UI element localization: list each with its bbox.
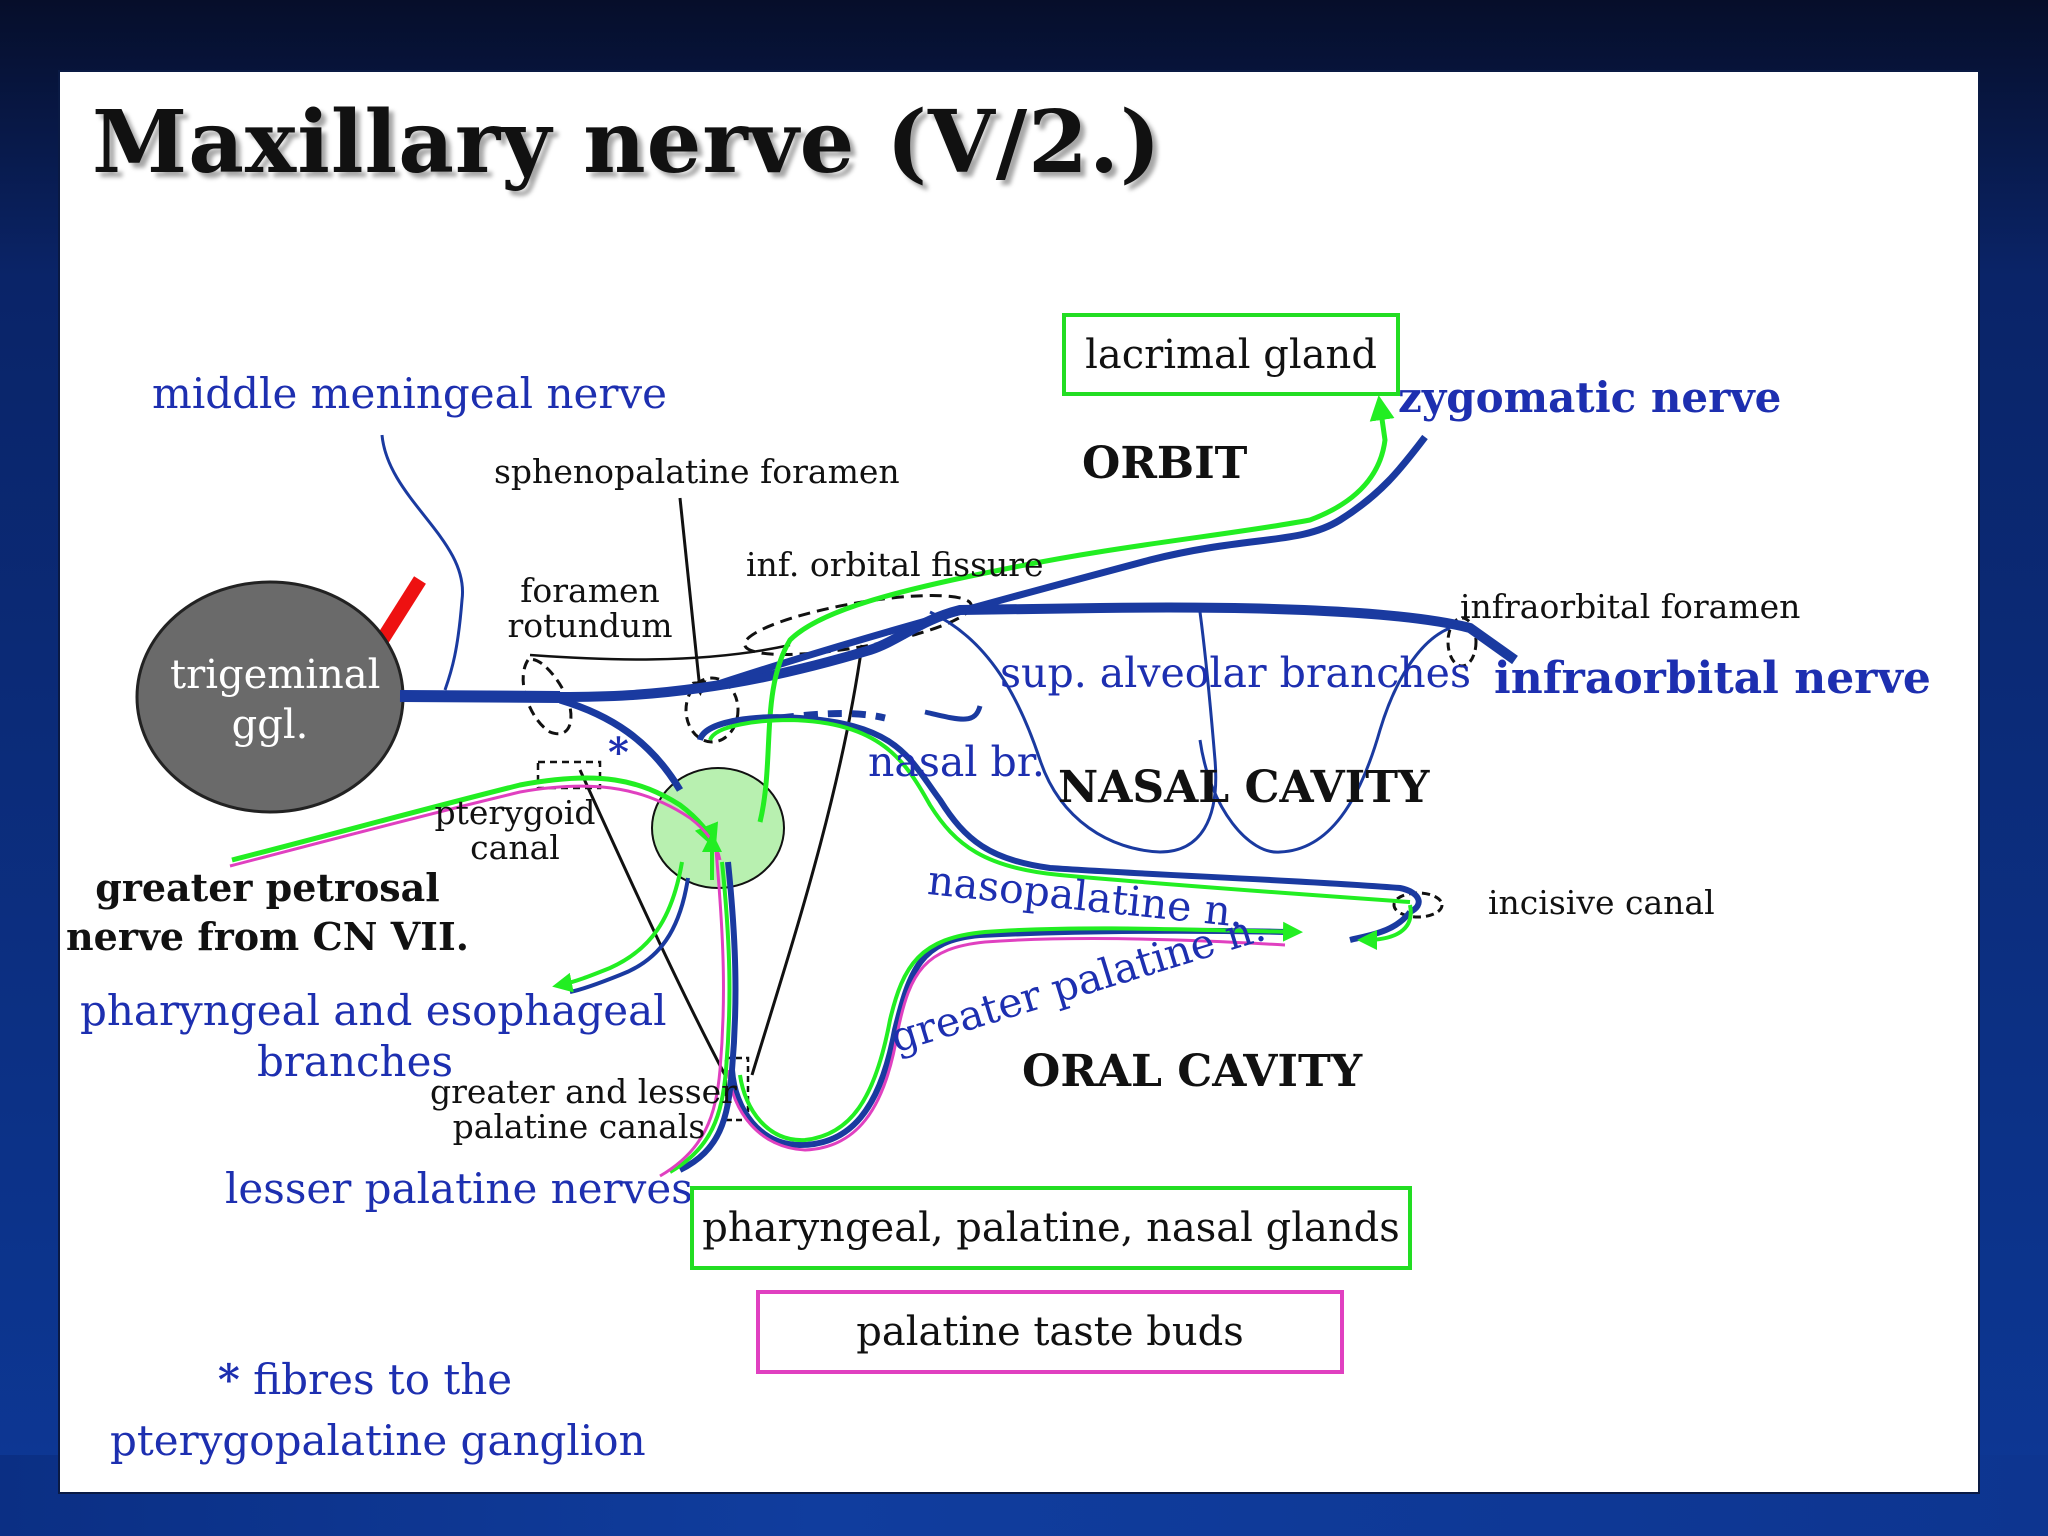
taste-buds-box: palatine taste buds bbox=[756, 1290, 1344, 1374]
slide-title: Maxillary nerve (V/2.) bbox=[92, 92, 1162, 193]
trigeminal-ganglion-label: trigeminal ggl. bbox=[170, 650, 381, 750]
trigeminal-label-line2: ggl. bbox=[231, 702, 309, 748]
footnote-line2: pterygopalatine ganglion bbox=[110, 1415, 646, 1465]
greater-petrosal-label: greater petrosal nerve from CN VII. bbox=[60, 863, 475, 962]
incisive-green-arrow bbox=[1357, 904, 1413, 950]
greater-petrosal-pink bbox=[229, 784, 722, 868]
pterygoid-canal-label: pterygoid canal bbox=[430, 793, 600, 867]
pterygoid-fibres-asterisk: * bbox=[608, 729, 629, 776]
nasopalatine-nerve-line bbox=[697, 714, 1422, 915]
foramen-rotundum-line2: rotundum bbox=[507, 605, 673, 645]
pterygoid-canal-line2: canal bbox=[470, 827, 560, 867]
canal-line-right bbox=[750, 644, 864, 1076]
palatine-canals-line1: greater and lesser bbox=[430, 1072, 737, 1111]
sphenopalatine-pointer-line bbox=[678, 497, 707, 696]
nasal-branch-dashed bbox=[779, 710, 886, 722]
incisive-canal-label: incisive canal bbox=[1488, 883, 1715, 922]
sup-alveolar-branches-line bbox=[929, 610, 1218, 854]
pharyngeal-esophageal-line1: pharyngeal and esophageal bbox=[80, 986, 667, 1035]
lacrimal-gland-box: lacrimal gland bbox=[1062, 313, 1400, 396]
trigeminal-label-line1: trigeminal bbox=[170, 652, 381, 698]
footnote-asterisk: * bbox=[217, 1355, 240, 1404]
infraorbital-foramen-outline bbox=[1446, 616, 1478, 668]
greater-petrosal-line1: greater petrosal bbox=[95, 865, 440, 910]
descending-palatine-blue bbox=[678, 861, 739, 1173]
incisive-blue-arrow bbox=[1349, 910, 1413, 943]
zygomatic-nerve-label: zygomatic nerve bbox=[1398, 373, 1782, 422]
greater-palatine-nerve-line bbox=[729, 927, 1291, 1149]
greater-palatine-green-line bbox=[738, 921, 1303, 1143]
orbit-label: ORBIT bbox=[1082, 438, 1248, 489]
pterygoid-canal-line1: pterygoid bbox=[434, 793, 596, 832]
zygomatic-nerve-line bbox=[698, 434, 1428, 694]
maxillary-trunk bbox=[399, 602, 1518, 703]
sphenopalatine-foramen-outline bbox=[684, 676, 740, 744]
footnote: * fibres to the pterygopalatine ganglion bbox=[110, 1350, 646, 1472]
sup-alveolar-branches-label: sup. alveolar branches bbox=[1000, 649, 1471, 697]
footnote-line1-text: fibres to the bbox=[239, 1355, 513, 1404]
glands-box: pharyngeal, palatine, nasal glands bbox=[690, 1186, 1412, 1270]
lesser-palatine-nerves-label: lesser palatine nerves bbox=[225, 1164, 693, 1213]
foramen-rotundum-pointer-line bbox=[529, 643, 791, 661]
pharyngeal-esophageal-line2: branches bbox=[256, 1037, 454, 1087]
nasopalatine-green-line bbox=[708, 717, 1411, 904]
descending-palatine-green bbox=[669, 861, 732, 1174]
greater-petrosal-line2: nerve from CN VII. bbox=[66, 914, 469, 960]
nasal-br-label: nasal br. bbox=[868, 738, 1045, 786]
sphenopalatine-foramen-label: sphenopalatine foramen bbox=[494, 452, 900, 491]
footnote-line1: * fibres to the bbox=[110, 1350, 620, 1411]
pharyngeal-branch-green bbox=[552, 861, 684, 993]
greater-palatine-pink-line bbox=[726, 937, 1286, 1152]
zygomatic-green-line bbox=[757, 395, 1395, 823]
inf-orbital-fissure-label: inf. orbital fissure bbox=[746, 545, 1044, 584]
pharyngeal-branch-blue bbox=[569, 877, 690, 994]
pterygoid-canal-outline bbox=[536, 760, 602, 790]
greater-petrosal-green bbox=[231, 775, 719, 863]
palatine-canals-label: greater and lesser palatine canals bbox=[430, 1072, 737, 1146]
pharyngeal-esophageal-label: pharyngeal and esophageal branches bbox=[80, 985, 667, 1087]
middle-meningeal-nerve-label: middle meningeal nerve bbox=[152, 369, 668, 418]
oral-cavity-label: ORAL CAVITY bbox=[1022, 1046, 1363, 1097]
descending-palatine-pink bbox=[659, 849, 725, 1178]
infraorbital-foramen-label: infraorbital foramen bbox=[1460, 587, 1801, 626]
palatine-canals-line2: palatine canals bbox=[452, 1106, 706, 1146]
infraorbital-nerve-label: infraorbital nerve bbox=[1494, 653, 1931, 704]
sup-alveolar-branches-line-2 bbox=[1198, 626, 1451, 854]
nasal-cavity-label: NASAL CAVITY bbox=[1058, 762, 1430, 813]
foramen-rotundum-line1: foramen bbox=[520, 571, 660, 610]
ganglion-trunk bbox=[399, 690, 561, 703]
palatine-canals-outline bbox=[724, 1056, 750, 1122]
middle-meningeal-nerve-line bbox=[380, 434, 464, 691]
ganglionic-branch bbox=[558, 696, 684, 792]
nasal-branch-line bbox=[924, 705, 983, 722]
foramen-rotundum-label: foramen rotundum bbox=[500, 571, 680, 645]
incisive-canal-outline bbox=[1392, 891, 1444, 919]
